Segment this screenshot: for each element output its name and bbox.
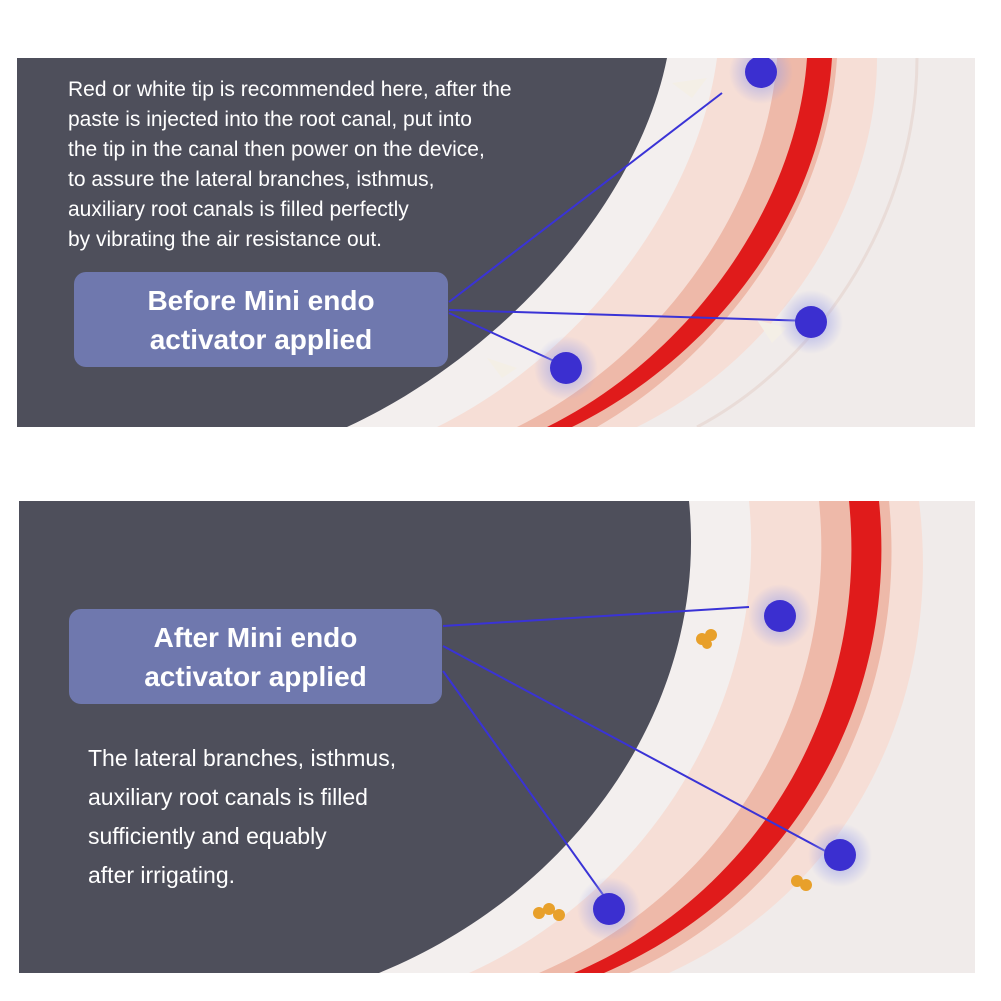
marker-dot	[729, 58, 793, 104]
branch-tip	[757, 320, 787, 343]
root-canal-illustration-before	[347, 58, 975, 427]
pointer-line	[448, 92, 723, 303]
filled-branch	[696, 629, 717, 649]
marker-dot	[808, 823, 872, 887]
branch-tip	[487, 358, 517, 378]
description-line: the tip in the canal then power on the d…	[68, 138, 485, 161]
pointer-line	[442, 645, 830, 854]
description-line: auxiliary root canals is filled perfectl…	[68, 198, 409, 221]
description-line: paste is injected into the root canal, p…	[68, 108, 472, 131]
filled-branch	[791, 875, 812, 891]
description-line: by vibrating the air resistance out.	[68, 228, 382, 251]
pointer-line	[442, 670, 605, 897]
pointer-line	[442, 606, 750, 627]
before-label: Before Mini endo activator applied	[74, 272, 448, 367]
root-canal-illustration-after	[379, 501, 975, 973]
filled-branch	[533, 903, 565, 921]
description-line: sufficiently and equably	[88, 823, 327, 849]
label-line: Before Mini endo	[147, 284, 375, 316]
description-line: The lateral branches, isthmus,	[88, 745, 397, 771]
before-description: Red or white tip is recommended here, af…	[68, 75, 628, 255]
marker-dot	[779, 290, 843, 354]
after-label: After Mini endo activator applied	[69, 609, 442, 704]
description-line: after irrigating.	[88, 862, 236, 888]
marker-dot	[534, 336, 598, 400]
description-line: to assure the lateral branches, isthmus,	[68, 168, 435, 191]
before-panel: Red or white tip is recommended here, af…	[17, 58, 975, 427]
marker-dot	[577, 877, 641, 941]
marker-dot	[748, 584, 812, 648]
description-line: Red or white tip is recommended here, af…	[68, 78, 512, 101]
label-line: activator applied	[149, 323, 373, 355]
label-line: activator applied	[144, 660, 367, 692]
branch-tip	[672, 78, 707, 98]
after-description: The lateral branches, isthmus, auxiliary…	[88, 739, 488, 895]
pointer-line	[448, 309, 813, 322]
description-line: auxiliary root canals is filled	[88, 784, 368, 810]
after-panel: After Mini endo activator applied The la…	[19, 501, 975, 973]
label-line: After Mini endo	[153, 621, 358, 653]
